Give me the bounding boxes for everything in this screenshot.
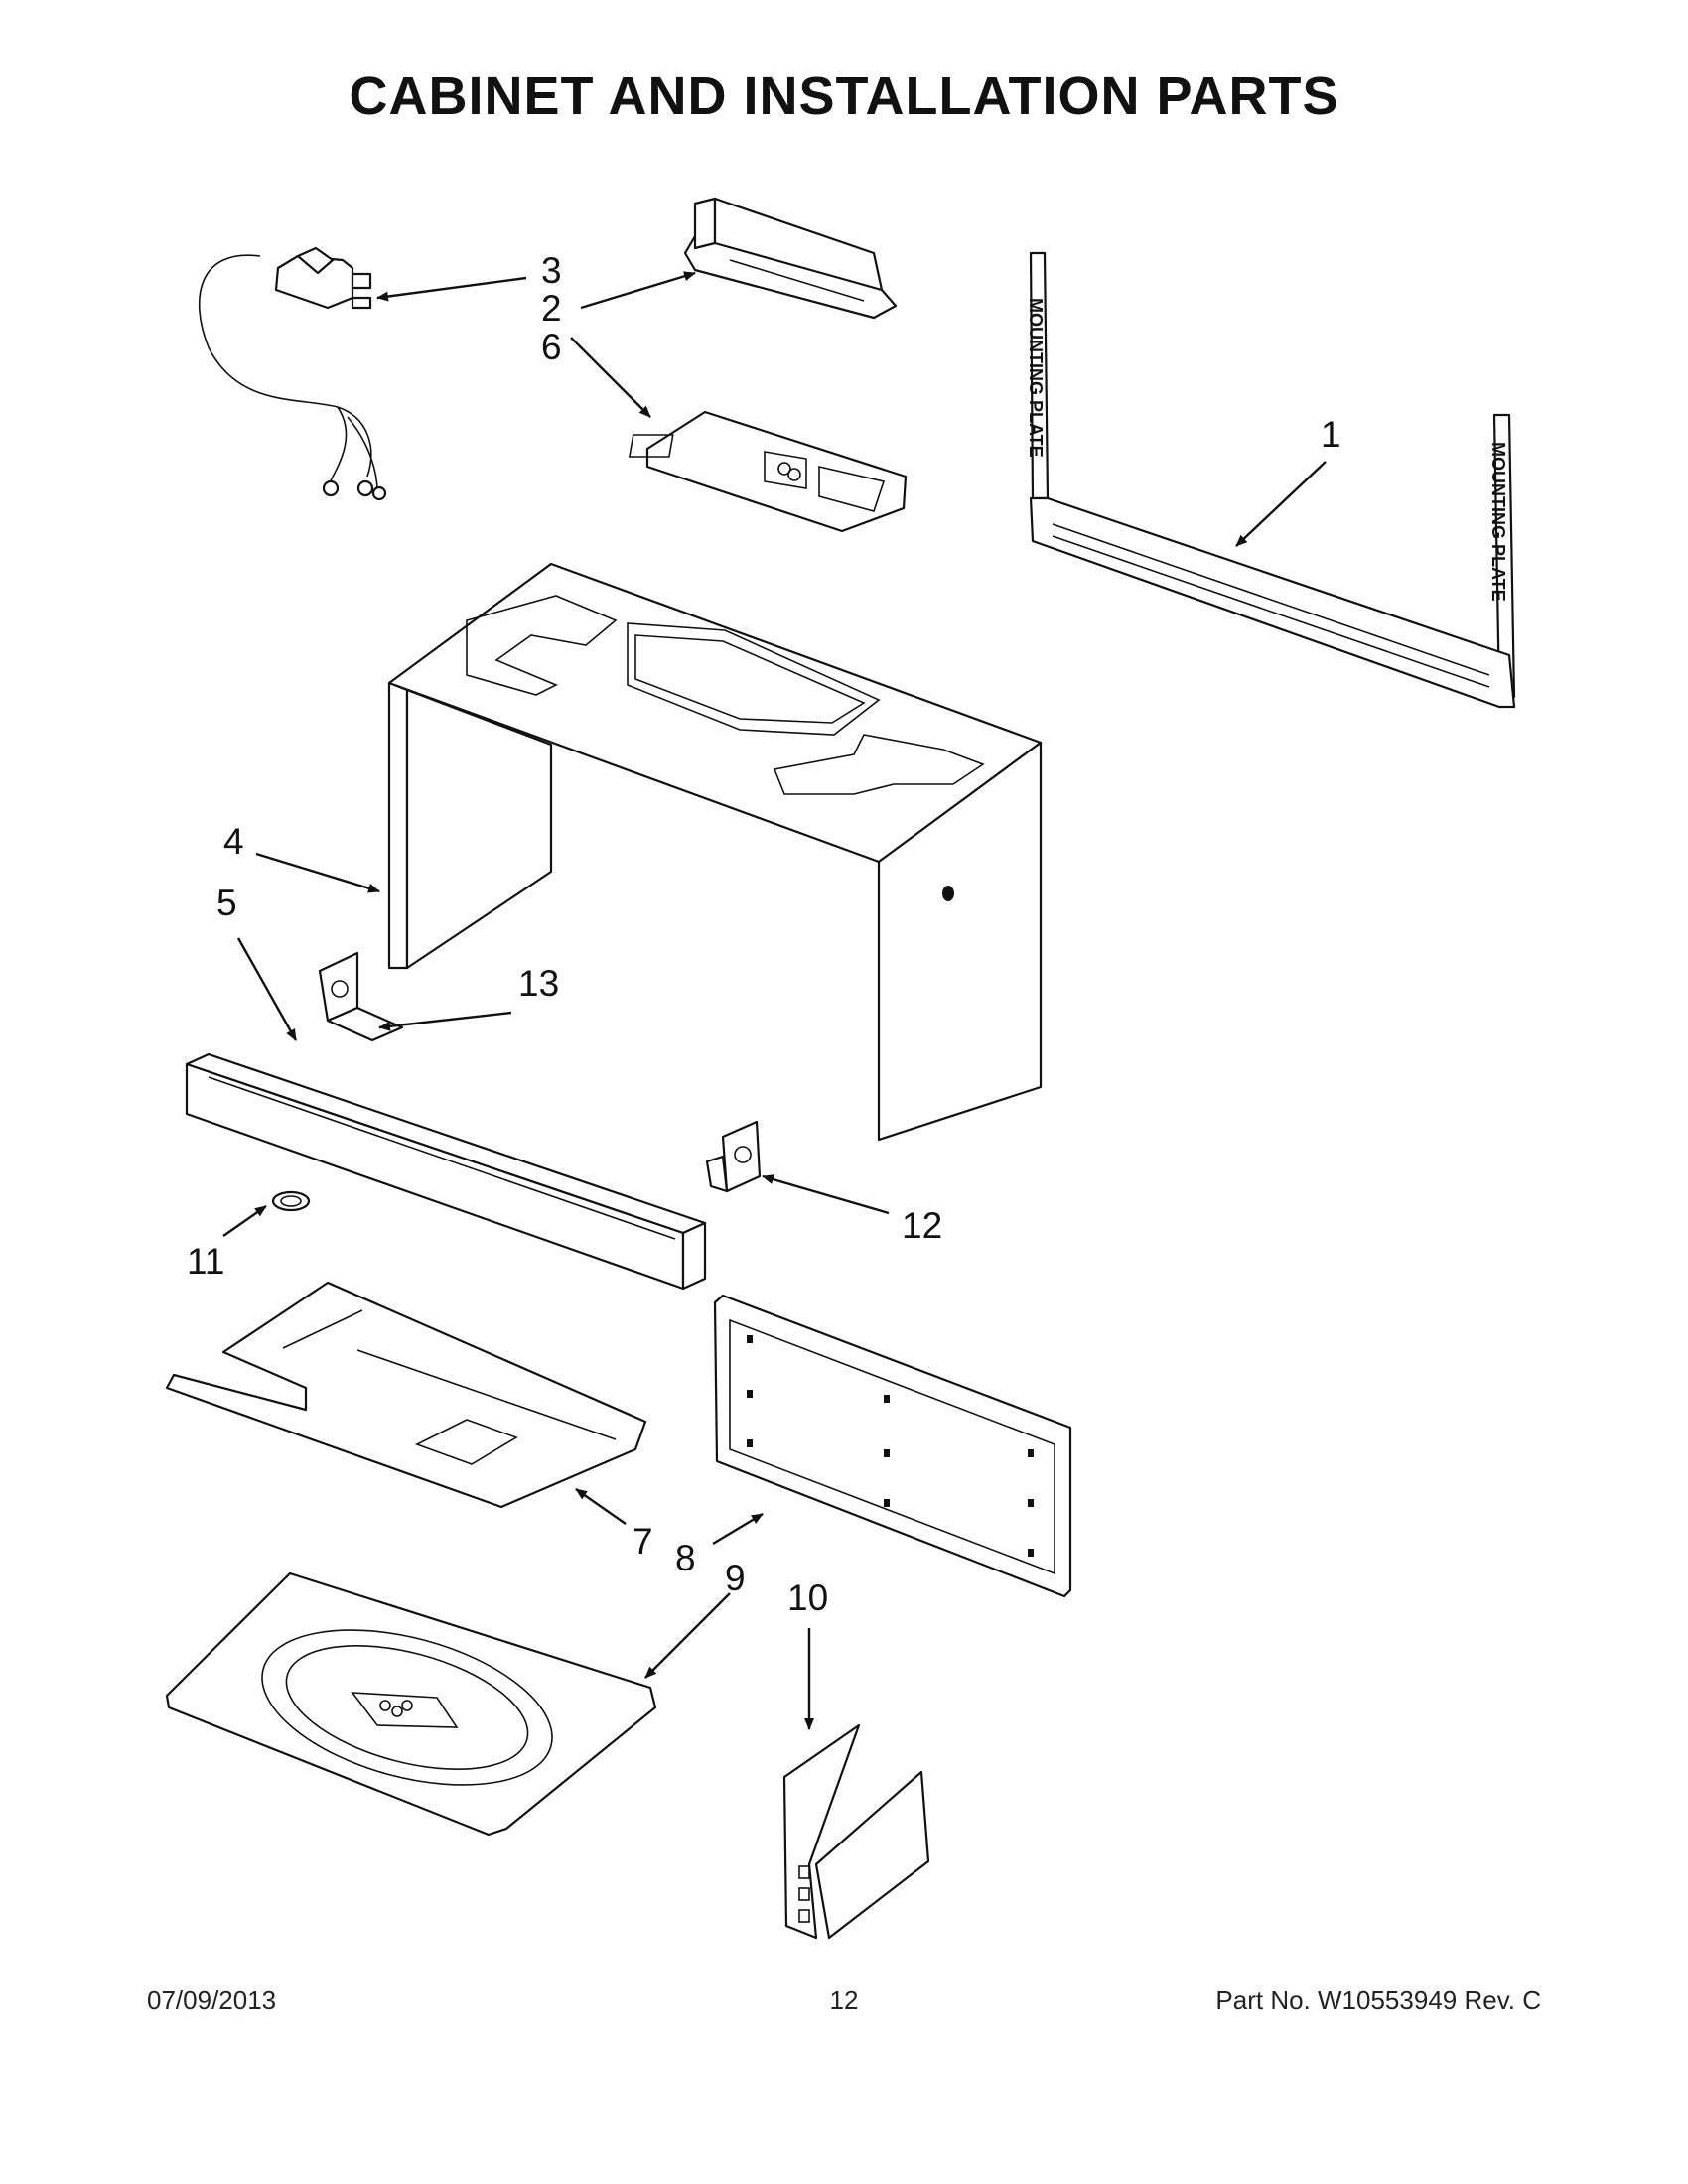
page-title: CABINET AND INSTALLATION PARTS (349, 67, 1339, 126)
bracket-13-part (318, 951, 404, 1042)
mounting-plate-part: MOUNTING PLATE MOUNTING PLATE (1026, 251, 1516, 709)
callout-2: 2 (541, 288, 562, 329)
callout-5: 5 (216, 883, 237, 923)
callout-12: 12 (902, 1205, 942, 1246)
callout-4: 4 (223, 821, 244, 862)
callout-6: 6 (541, 327, 562, 367)
callout-8: 8 (675, 1538, 696, 1578)
mounting-plate-label-right: MOUNTING PLATE (1488, 442, 1508, 602)
footer-part-number: Part No. W10553949 Rev. C (1215, 1985, 1541, 2015)
side-bracket-part (782, 1723, 930, 1940)
rear-panel-part (713, 1294, 1072, 1598)
cabinet-part (387, 562, 1043, 1142)
callout-10: 10 (787, 1577, 828, 1618)
top-duct-part (683, 197, 898, 320)
callout-9: 9 (725, 1558, 746, 1598)
callout-13: 13 (518, 963, 559, 1004)
power-cord-part (198, 246, 387, 501)
mounting-plate-label-left: MOUNTING PLATE (1026, 298, 1046, 458)
footer-date: 07/09/2013 (147, 1985, 277, 2015)
bottom-plate-part (165, 1281, 647, 1509)
front-trim-part (185, 1052, 707, 1291)
callout-3: 3 (541, 250, 562, 291)
callout-11: 11 (187, 1241, 224, 1282)
callout-1: 1 (1321, 414, 1341, 455)
grommet-part (271, 1190, 311, 1212)
callout-labels: 1 2 3 4 5 6 7 8 9 10 11 12 13 (187, 250, 1341, 1618)
base-plate-part (165, 1571, 657, 1837)
callout-arrows (222, 271, 1327, 1730)
bracket-12-part (705, 1120, 762, 1193)
damper-plate-part (628, 410, 908, 533)
footer-page-number: 12 (829, 1985, 859, 2015)
callout-7: 7 (633, 1521, 653, 1562)
